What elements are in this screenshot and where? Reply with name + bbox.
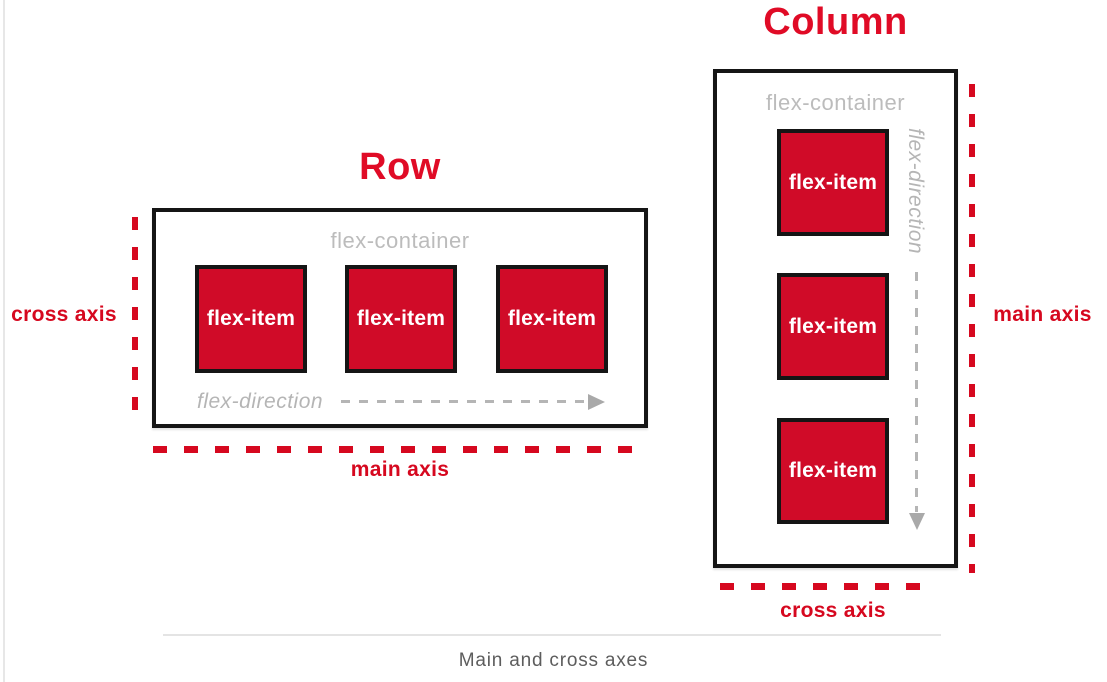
row-main-axis-label: main axis xyxy=(350,458,450,481)
arrow-down-icon xyxy=(909,513,925,530)
row-flex-item-1: flex-item xyxy=(195,265,307,373)
row-cross-axis-line xyxy=(132,217,138,420)
page-left-border xyxy=(3,0,5,682)
column-cross-axis-label: cross axis xyxy=(780,599,886,622)
column-cross-axis-line xyxy=(720,583,922,590)
column-flex-container-label: flex-container xyxy=(765,90,906,115)
arrow-right-icon xyxy=(588,394,605,410)
row-main-axis-line xyxy=(153,446,644,453)
column-flex-item-1: flex-item xyxy=(777,129,889,236)
column-flex-direction-dashed-line xyxy=(915,272,918,512)
column-flex-item-2: flex-item xyxy=(777,273,889,380)
caption-divider xyxy=(163,634,941,636)
column-flex-item-3: flex-item xyxy=(777,418,889,524)
row-flex-direction-label: flex-direction xyxy=(197,390,324,413)
row-title: Row xyxy=(359,146,441,188)
row-flex-direction-dashed-line xyxy=(341,400,587,403)
row-flex-container-label: flex-container xyxy=(330,228,470,253)
column-title: Column xyxy=(763,1,908,43)
figure-caption: Main and cross axes xyxy=(458,650,649,671)
column-main-axis-label: main axis xyxy=(993,303,1092,326)
row-cross-axis-label: cross axis xyxy=(11,303,117,326)
row-flex-item-3: flex-item xyxy=(496,265,608,373)
column-flex-direction-label: flex-direction xyxy=(904,128,927,255)
column-main-axis-line xyxy=(969,84,975,573)
row-flex-item-2: flex-item xyxy=(345,265,457,373)
